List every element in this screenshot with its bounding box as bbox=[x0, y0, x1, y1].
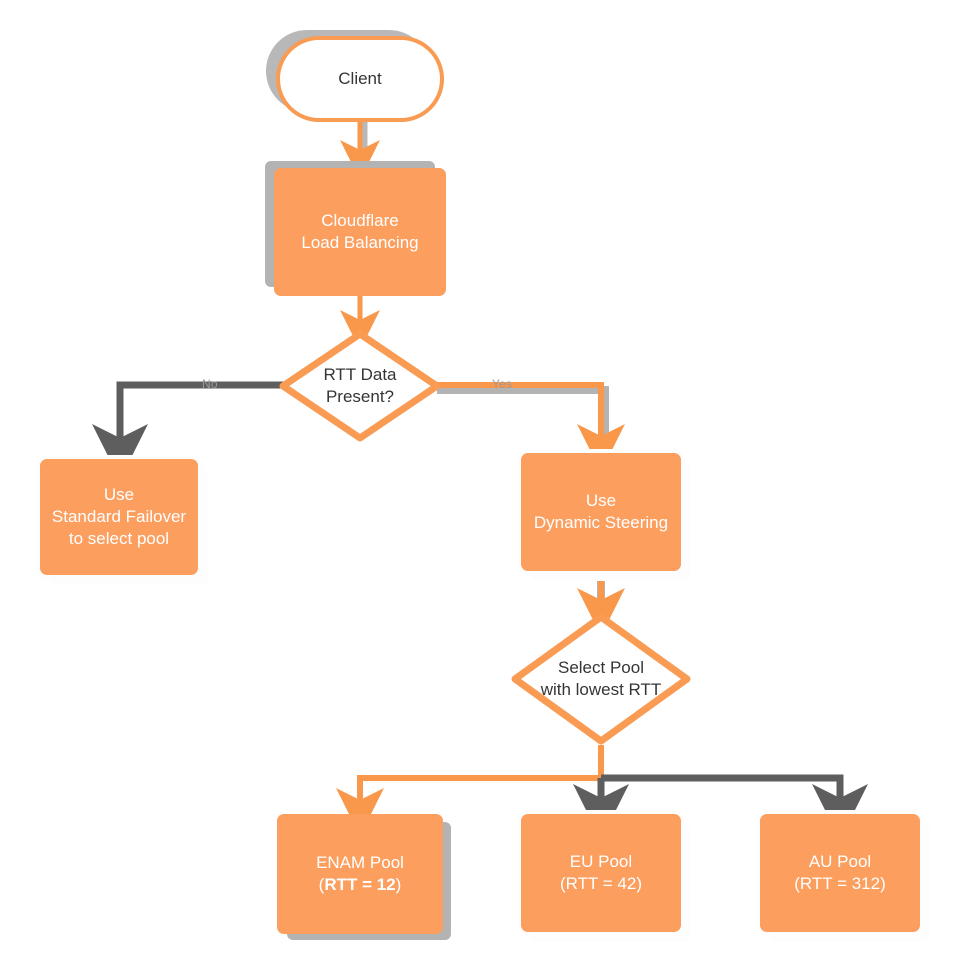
node-enam-pool-label: ENAM Pool (RTT = 12) bbox=[316, 852, 404, 896]
lb-line-1: Cloudflare bbox=[321, 211, 399, 231]
au-line-1: AU Pool bbox=[808, 852, 872, 872]
node-rtt-data-present[interactable]: RTT Data Present? bbox=[279, 330, 441, 442]
node-eu-pool[interactable]: EU Pool (RTT = 42) bbox=[521, 814, 681, 932]
node-client[interactable]: Client bbox=[276, 36, 444, 122]
node-select-pool-lowest-rtt[interactable]: Select Pool with lowest RTT bbox=[511, 613, 691, 745]
node-select-pool-lowest-rtt-label: Select Pool with lowest RTT bbox=[511, 613, 691, 745]
node-standard-failover[interactable]: Use Standard Failover to select pool bbox=[40, 459, 198, 575]
enam-line-1: ENAM Pool bbox=[316, 853, 404, 873]
node-cloudflare-load-balancing-label: Cloudflare Load Balancing bbox=[301, 210, 418, 254]
node-enam-pool[interactable]: ENAM Pool (RTT = 12) bbox=[277, 814, 443, 934]
node-client-label: Client bbox=[338, 69, 382, 89]
edge-label-no: No bbox=[202, 377, 218, 391]
sp-line-2: with lowest RTT bbox=[540, 680, 662, 699]
edge-rttcheck-yes-to-dynamic-steering bbox=[434, 382, 625, 472]
ds-line-2: Dynamic Steering bbox=[533, 513, 669, 532]
sf-line-2: Standard Failover bbox=[51, 507, 187, 527]
node-au-pool[interactable]: AU Pool (RTT = 312) bbox=[760, 814, 920, 932]
sf-line-3: to select pool bbox=[68, 528, 170, 548]
edge-rttcheck-no-to-standard-failover bbox=[92, 381, 285, 480]
enam-paren-close: ) bbox=[395, 875, 402, 894]
rtt-line-2: Present? bbox=[325, 387, 395, 406]
edge-client-to-loadbalancing bbox=[340, 120, 380, 180]
sp-line-1: Select Pool bbox=[557, 657, 644, 677]
node-eu-pool-label: EU Pool (RTT = 42) bbox=[560, 851, 642, 895]
sf-line-1: Use bbox=[103, 485, 135, 505]
rtt-line-1: RTT Data bbox=[323, 364, 397, 384]
node-cloudflare-load-balancing[interactable]: Cloudflare Load Balancing bbox=[274, 168, 446, 296]
node-standard-failover-label: Use Standard Failover to select pool bbox=[52, 484, 186, 549]
select-pool-decision-shape bbox=[511, 613, 691, 745]
node-au-pool-label: AU Pool (RTT = 312) bbox=[794, 851, 886, 895]
edge-label-yes: Yes bbox=[492, 377, 513, 391]
node-dynamic-steering[interactable]: Use Dynamic Steering bbox=[521, 453, 681, 571]
eu-line-1: EU Pool bbox=[569, 852, 633, 872]
eu-line-2: (RTT = 42) bbox=[559, 874, 643, 893]
ds-line-1: Use bbox=[585, 491, 617, 511]
edge-select-pool-to-enam bbox=[336, 745, 604, 836]
node-rtt-data-present-label: RTT Data Present? bbox=[279, 330, 441, 442]
edge-select-pool-to-au bbox=[601, 774, 868, 840]
rtt-decision-shape bbox=[279, 330, 441, 442]
lb-line-2: Load Balancing bbox=[301, 233, 419, 252]
enam-rtt-line: (RTT = 12) bbox=[319, 875, 402, 894]
au-line-2: (RTT = 312) bbox=[794, 874, 886, 893]
node-dynamic-steering-label: Use Dynamic Steering bbox=[534, 490, 668, 534]
enam-paren-open: ( bbox=[318, 875, 325, 894]
enam-rtt-value: RTT = 12 bbox=[324, 875, 396, 894]
